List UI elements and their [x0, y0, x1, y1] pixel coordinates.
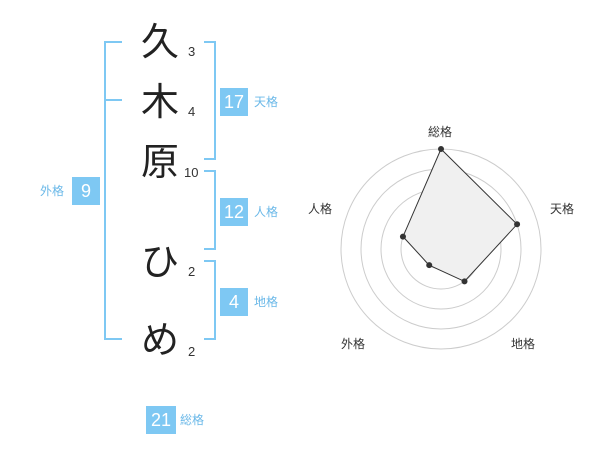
jinkaku-bracket-bottom [204, 248, 216, 250]
name-char-1: 久 [140, 20, 179, 64]
name-char-3: 原 [140, 140, 179, 184]
jinkaku-bracket-vertical [214, 170, 216, 250]
chikaku-label: 地格 [254, 295, 279, 309]
stroke-count-2: 4 [188, 104, 196, 119]
radar-point-5 [399, 233, 406, 240]
chikaku-bracket-top [204, 260, 216, 262]
tenkaku-bracket-bottom [204, 158, 216, 160]
stroke-count-3: 10 [184, 165, 199, 180]
stroke-count-1: 3 [188, 44, 196, 59]
name-char-5: め [140, 318, 179, 362]
radar-label-tenkaku: 天格 [550, 202, 575, 216]
radar-point-2 [514, 221, 521, 228]
radar-point-4 [426, 262, 433, 269]
name-char-4: ひ [140, 240, 179, 284]
chikaku-bracket-bottom [204, 338, 216, 340]
tenkaku-bracket-vertical [214, 41, 216, 160]
gaikaku-value-box: 9 [72, 177, 100, 205]
jinkaku-bracket-top [204, 170, 216, 172]
radar-area [402, 148, 518, 283]
tenkaku-value-box: 17 [220, 88, 248, 116]
gaikaku-label: 外格 [40, 184, 65, 198]
name-char-2: 木 [140, 80, 179, 124]
radar-label-soukaku: 総格 [428, 125, 453, 139]
radar-label-jinkaku: 人格 [308, 202, 333, 216]
jinkaku-value-box: 12 [220, 198, 248, 226]
radar-label-chikaku: 地格 [511, 337, 536, 351]
radar-point-1 [438, 146, 444, 152]
gaikaku-bracket-vertical [104, 41, 106, 340]
stroke-count-4: 2 [188, 264, 196, 279]
soukaku-label: 総格 [180, 413, 205, 427]
soukaku-value-box: 21 [146, 406, 176, 434]
gaikaku-bracket-mid [104, 99, 122, 101]
chikaku-bracket-vertical [214, 260, 216, 340]
tenkaku-bracket-top [204, 41, 216, 43]
gaikaku-bracket-bottom [104, 338, 122, 340]
gaikaku-bracket-top [104, 41, 122, 43]
jinkaku-label: 人格 [254, 205, 279, 219]
radar-point-3 [461, 278, 468, 285]
radar-label-gaikaku: 外格 [341, 337, 366, 351]
chikaku-value-box: 4 [220, 288, 248, 316]
tenkaku-label: 天格 [254, 95, 279, 109]
stroke-count-5: 2 [188, 344, 196, 359]
